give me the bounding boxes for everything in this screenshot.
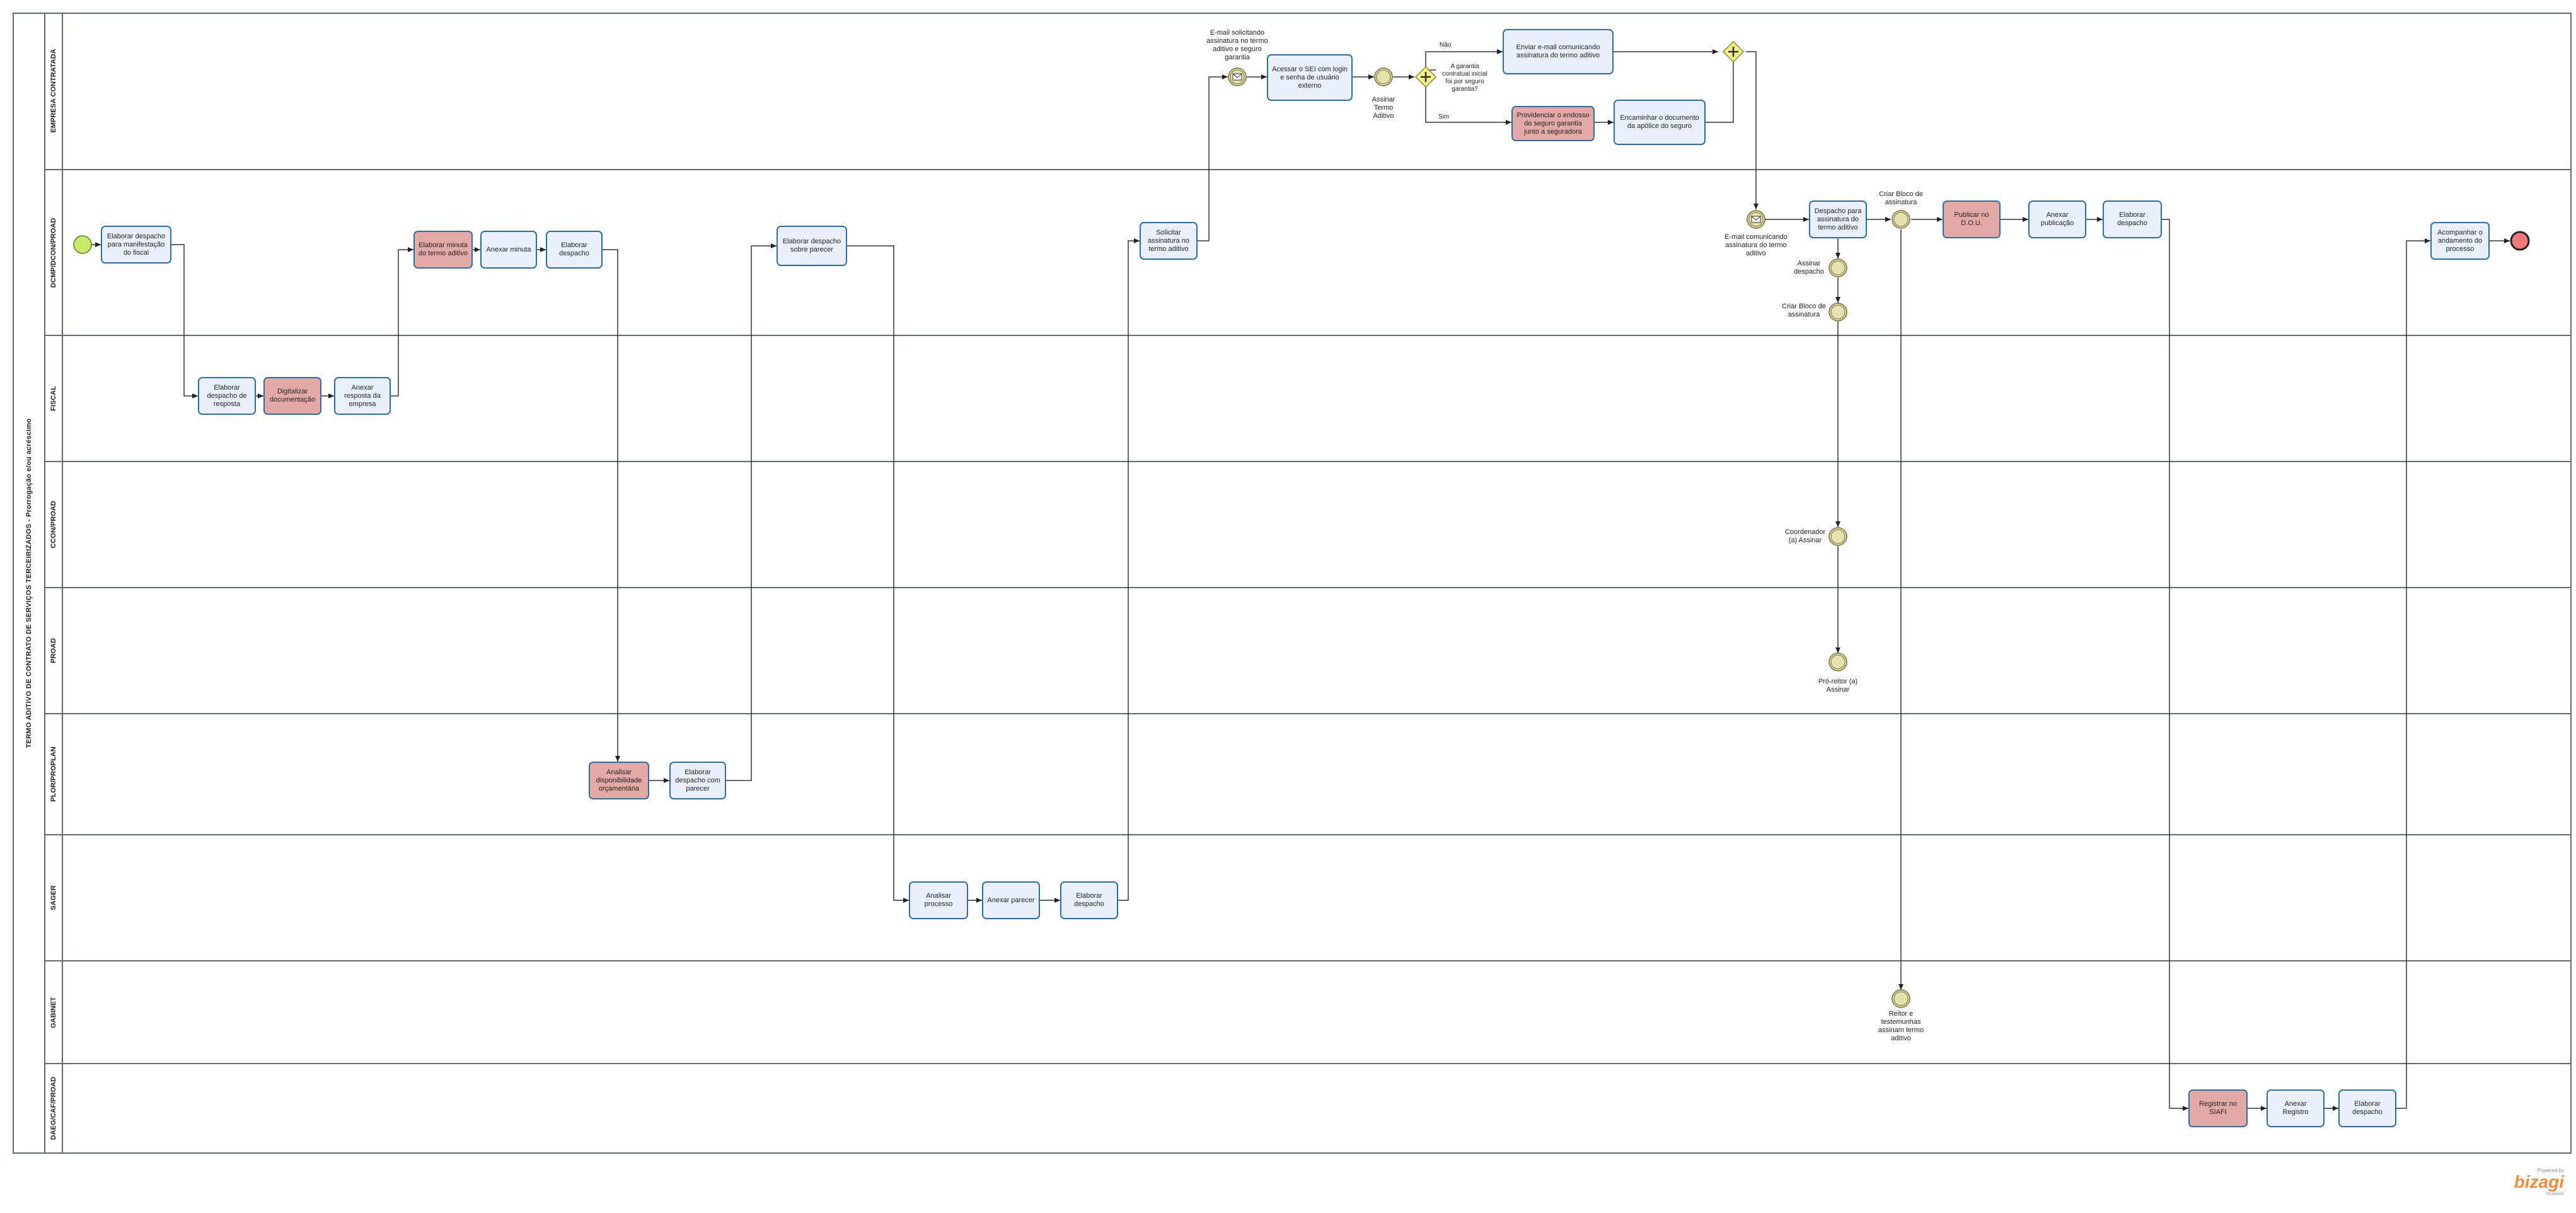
flow — [1118, 238, 1140, 901]
pool-label-column — [13, 13, 45, 1154]
lane-plor-proplan — [45, 714, 2572, 835]
label-criar-bloco-2: Criar Bloco de assinatura — [1782, 303, 1826, 318]
label-gateway-sim: Sim — [1438, 113, 1450, 120]
logo-sub: Modeler — [2546, 1191, 2564, 1197]
lane-dcmp-dcon-proad — [45, 170, 2572, 336]
label-criar-bloco-1: Criar Bloco de assinatura — [1879, 190, 1923, 206]
parallel-gateway-split — [1414, 66, 1437, 88]
flow — [2396, 238, 2430, 1109]
task-despacho-com-parecer[interactable]: Elaborar despacho com parecer — [669, 762, 726, 799]
lane-gabinet — [45, 961, 2572, 1064]
lane-header-sager: SAGER — [45, 835, 63, 961]
label-coordenador: Coordenador (a) Assinar — [1784, 528, 1826, 544]
flow — [2162, 219, 2188, 1111]
message-event-dcmp — [1747, 210, 1765, 229]
label-assinar-despacho: Assinar despacho — [1794, 260, 1824, 276]
task-elaborar-despacho-dcmp-1[interactable]: Elaborar despacho — [546, 231, 603, 269]
task-acessar-sei[interactable]: Acessar o SEI com login e senha de usuár… — [1267, 54, 1353, 101]
lane-proad — [45, 588, 2572, 714]
flow — [1198, 74, 1228, 241]
event-criar-bloco-2 — [1828, 303, 1847, 322]
event-criar-bloco-1 — [1892, 210, 1910, 229]
flow — [726, 243, 777, 781]
message-event-empresa — [1228, 67, 1247, 86]
lane-sager — [45, 835, 2572, 961]
logo-brand: bizagi — [2514, 1172, 2564, 1192]
lane-header-gabinet: GABINET — [45, 961, 63, 1064]
lane-header-daeg-caf-proad: DAEG/CAF/PROAD — [45, 1064, 63, 1154]
lane-ccon-proad — [45, 462, 2572, 588]
task-anexar-publicacao[interactable]: Anexar publicação — [2028, 200, 2086, 238]
label-gateway-nao: Não — [1440, 42, 1452, 49]
task-acompanhar-processo[interactable]: Acompanhar o andamento do processo — [2430, 222, 2490, 260]
task-elaborar-despacho-fiscal[interactable]: Elaborar despacho para manifestação do f… — [101, 226, 171, 264]
label-email-solicitando: E-mail solicitando assinatura no termo a… — [1206, 29, 1268, 61]
lane-header-ccon-proad: CCON/PROAD — [45, 462, 63, 588]
flow — [1746, 51, 1759, 209]
task-analisar-disponibilidade[interactable]: Analisar disponibilidade orçamentária — [589, 762, 649, 799]
task-elaborar-despacho-daeg[interactable]: Elaborar despacho — [2338, 1089, 2396, 1127]
flow — [847, 245, 909, 903]
label-gateway-question: A garantia contratual inicial foi por se… — [1442, 63, 1487, 93]
flow — [1425, 84, 1511, 125]
flow — [171, 244, 198, 398]
task-anexar-parecer[interactable]: Anexar parecer — [982, 881, 1040, 919]
lane-header-empresa-contratada: EMPRESA CONTRATADA — [45, 13, 63, 170]
lane-header-plor-proplan: PLOR/PROPLAN — [45, 714, 63, 835]
task-anexar-registro[interactable]: Anexar Registro — [2267, 1089, 2325, 1127]
label-reitor: Reitor e testemunhas assinam termo aditi… — [1878, 1010, 1924, 1042]
task-providenciar-endosso[interactable]: Providenciar o endosso do seguro garanti… — [1511, 106, 1595, 141]
lane-daeg-caf-proad — [45, 1064, 2572, 1154]
task-encaminhar-apolice[interactable]: Encaminhar o documento da apólice do seg… — [1614, 100, 1706, 145]
label-pro-reitor: Pró-reitor (a) Assinar — [1818, 678, 1858, 694]
event-coordenador — [1828, 527, 1847, 546]
task-despacho-assinatura[interactable]: Despacho para assinatura do termo aditiv… — [1809, 200, 1867, 238]
task-solicitar-assinatura[interactable]: Solicitar assinatura no termo aditivo — [1140, 222, 1198, 260]
event-assinar-termo — [1374, 67, 1393, 86]
end-event — [2510, 231, 2530, 251]
lane-fiscal — [45, 336, 2572, 462]
flow — [1706, 52, 1736, 123]
lane-header-fiscal: FISCAL — [45, 336, 63, 462]
event-reitor — [1892, 989, 1910, 1008]
parallel-gateway-join — [1722, 40, 1745, 63]
lane-header-proad: PROAD — [45, 588, 63, 714]
task-elaborar-minuta[interactable]: Elaborar minuta do termo aditivo — [413, 231, 473, 269]
flow — [1425, 49, 1503, 71]
task-elaborar-despacho-resposta[interactable]: Elaborar despacho de resposta — [198, 377, 256, 415]
label-email-comunicando: E-mail comunicando assinatura do termo a… — [1724, 233, 1788, 257]
task-anexar-minuta[interactable]: Anexar minuta — [480, 231, 537, 269]
task-registrar-siafi[interactable]: Registrar no SIAFI — [2188, 1089, 2248, 1127]
lane-empresa-contratada — [45, 13, 2572, 170]
start-event — [73, 235, 92, 254]
task-anexar-resposta-empresa[interactable]: Anexar resposta da empresa — [334, 377, 391, 415]
task-digitalizar-documentacao[interactable]: Digitalizar documentação — [263, 377, 321, 415]
bizagi-logo: Powered by bizagi Modeler — [2507, 1168, 2564, 1199]
task-publicar-dou[interactable]: Publicar no D.O.U. — [1943, 200, 2001, 238]
task-enviar-email[interactable]: Enviar e-mail comunicando assinatura do … — [1503, 29, 1614, 74]
flow — [603, 249, 620, 762]
task-elaborar-despacho-sager[interactable]: Elaborar despacho — [1060, 881, 1118, 919]
task-despacho-sobre-parecer[interactable]: Elaborar despacho sobre parecer — [777, 226, 847, 266]
event-assinar-despacho — [1828, 258, 1847, 277]
lane-header-dcmp-dcon-proad: DCMP/DCON/PROAD — [45, 170, 63, 336]
label-assinar-termo: Assinar Termo Aditivo — [1372, 96, 1395, 120]
flow — [391, 247, 413, 397]
task-analisar-processo[interactable]: Analisar processo — [909, 881, 968, 919]
event-pro-reitor — [1828, 653, 1847, 671]
logo-powered-by: Powered by — [2537, 1168, 2564, 1173]
task-elaborar-despacho-final[interactable]: Elaborar despacho — [2103, 200, 2162, 238]
